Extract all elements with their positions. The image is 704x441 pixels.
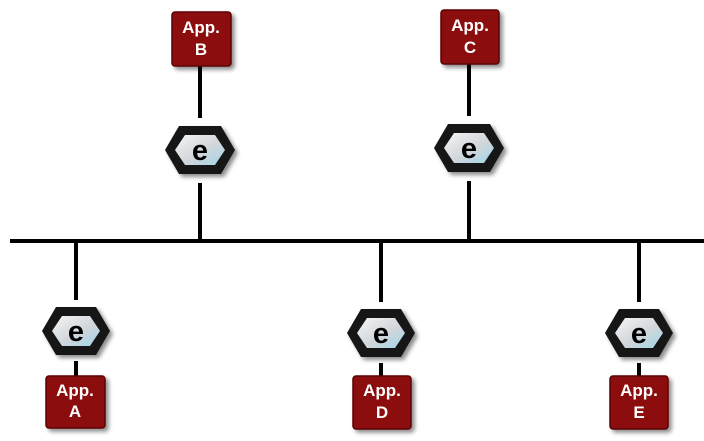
app-label-line1: App.	[620, 381, 658, 400]
app-label-line2: D	[376, 403, 388, 422]
endpoint-hexagon-e: e	[605, 309, 673, 357]
endpoint-hexagon-b: e	[165, 126, 235, 174]
endpoint-label: e	[631, 318, 647, 350]
app-box-c: App. C	[440, 9, 500, 65]
app-box-a: App. A	[45, 375, 106, 429]
endpoint-label: e	[373, 318, 389, 350]
app-label-line1: App.	[363, 381, 401, 400]
endpoint-label: e	[461, 133, 477, 165]
endpoint-hexagon-d: e	[347, 309, 415, 357]
app-label-line2: C	[464, 38, 476, 57]
endpoint-label: e	[192, 135, 208, 167]
endpoint-label: e	[68, 316, 84, 348]
app-label-line2: E	[633, 403, 644, 422]
app-label-line2: A	[69, 402, 81, 421]
app-label-line1: App.	[182, 18, 220, 37]
app-box-d: App. D	[352, 375, 412, 430]
app-box-b: App. B	[171, 11, 232, 67]
app-label-line2: B	[195, 40, 207, 59]
app-box-e: App. E	[609, 375, 669, 430]
app-label-line1: App.	[451, 16, 489, 35]
endpoint-hexagon-a: e	[42, 307, 110, 355]
app-label-line1: App.	[56, 381, 94, 400]
endpoint-hexagon-c: e	[434, 124, 504, 172]
